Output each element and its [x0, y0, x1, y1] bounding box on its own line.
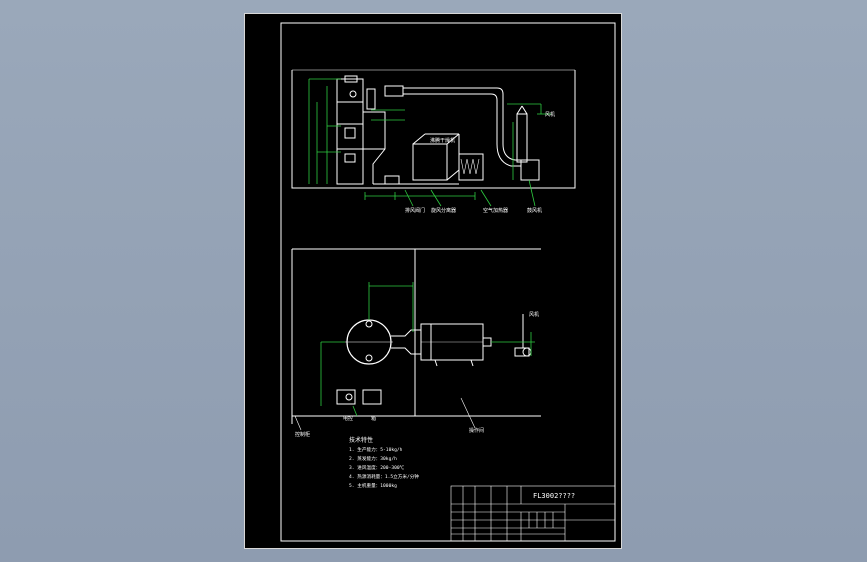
- notes-heading: 技术特性: [349, 436, 373, 444]
- air-heater: 沸腾干燥机: [412, 133, 484, 181]
- dimension-lines-bottom: [320, 282, 535, 417]
- inner-frame: [280, 22, 616, 542]
- label-panel-a: 电控: [343, 415, 353, 422]
- label-operation-room: 操作间: [469, 427, 484, 434]
- label-blower: 鼓风机: [527, 207, 542, 214]
- dryer-plan-circle: [345, 319, 393, 365]
- top-elevation-view: 沸腾干燥机: [291, 69, 576, 214]
- dryer-box-label: 沸腾干燥机: [430, 137, 455, 144]
- note-3: 3. 进风温度：200-300℃: [349, 464, 405, 471]
- drawing-sheet: 沸腾干燥机: [244, 13, 622, 549]
- note-5: 5. 主机重量：1000kg: [349, 482, 397, 489]
- label-panel-b: 箱: [371, 415, 376, 422]
- blower-tower: [516, 105, 540, 181]
- note-1: 1. 生产能力：5-10kg/h: [349, 446, 403, 453]
- duct-pipe: [384, 85, 521, 167]
- bottom-plan-view: 风机 控制柜 操作: [291, 248, 541, 438]
- note-2: 2. 蒸发能力：30kg/h: [349, 455, 397, 462]
- fan-tag-label: 风机: [529, 311, 539, 318]
- label-exhaust-valve: 排风阀门: [405, 207, 425, 214]
- note-4: 4. 热源消耗量：1.5立方米/分钟: [349, 473, 419, 480]
- dimension-lines-top: [308, 78, 551, 207]
- label-control-cabinet: 控制柜: [295, 431, 310, 438]
- electric-panel-b: [362, 389, 382, 405]
- title-block: [450, 485, 616, 542]
- plan-fan: 风机: [514, 311, 539, 357]
- label-heater: 空气加热器: [483, 207, 508, 214]
- drawing-number: FL3002????: [533, 492, 575, 500]
- plan-duct-heater: [391, 323, 492, 367]
- label-fan-right: 风机: [545, 111, 555, 118]
- dryer-column: [336, 75, 386, 185]
- cad-drawing: 沸腾干燥机: [280, 22, 616, 542]
- label-cyclone: 旋风分离器: [431, 207, 456, 214]
- technical-notes: 技术特性 1. 生产能力：5-10kg/h 2. 蒸发能力：30kg/h 3. …: [349, 436, 419, 489]
- electric-panel-a: [336, 389, 356, 405]
